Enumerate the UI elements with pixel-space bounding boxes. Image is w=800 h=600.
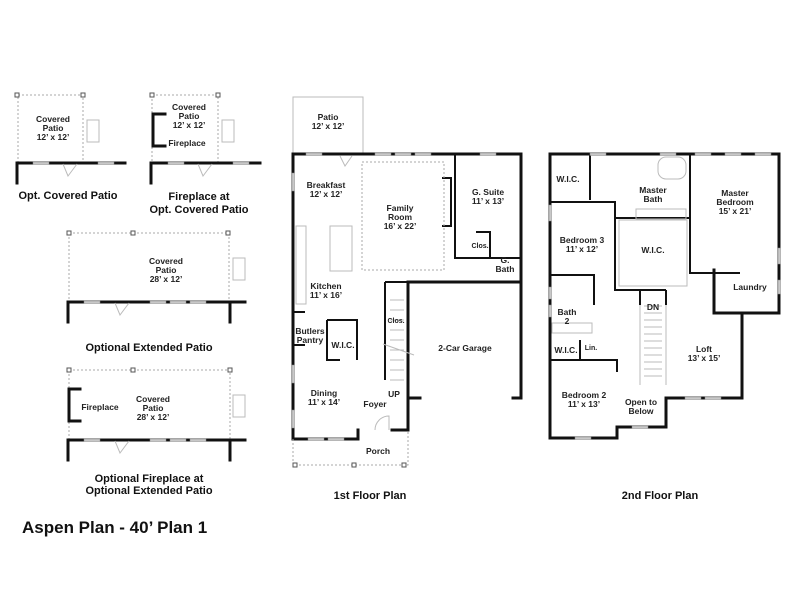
room-size: 12’ x 12’: [312, 121, 345, 131]
room-label: Bath: [496, 264, 515, 274]
room-label: 2: [565, 316, 570, 326]
room-label: Pantry: [297, 335, 324, 345]
option-caption: Optional Extended Patio: [85, 485, 212, 497]
stair-down-label: DN: [647, 302, 659, 312]
room-size: 12’ x 12’: [173, 120, 206, 130]
room-label: Butlers: [295, 326, 325, 336]
room-label: W.I.C.: [331, 340, 354, 350]
room-label: Laundry: [733, 282, 767, 292]
room-label: Dining: [311, 388, 337, 398]
second-floor-plan: W.I.C. Master Bath Master Bedroom 15’ x …: [548, 152, 781, 502]
room-label: Loft: [696, 344, 712, 354]
room-label: Patio: [43, 123, 64, 133]
room-size: 13’ x 15’: [688, 353, 721, 363]
room-size: 28’ x 12’: [150, 274, 183, 284]
room-size: 11’ x 12’: [566, 244, 598, 254]
stair-up-label: UP: [388, 389, 400, 399]
room-label: Covered: [136, 394, 170, 404]
option-caption: Opt. Covered Patio: [18, 190, 117, 202]
room-label: 2-Car Garage: [438, 343, 492, 353]
fireplace-label: Fireplace: [81, 402, 119, 412]
room-label: Master: [721, 188, 749, 198]
option-caption: Opt. Covered Patio: [149, 204, 248, 216]
room-label: Covered: [172, 102, 206, 112]
option-fireplace-covered-patio: Covered Patio 12’ x 12’ Fireplace Firepl…: [149, 92, 262, 216]
floor-caption: 2nd Floor Plan: [622, 490, 699, 502]
room-label: G. Suite: [472, 187, 504, 197]
room-label: Bath: [644, 194, 663, 204]
room-label: Clos.: [471, 243, 488, 250]
room-size: 12’ x 12’: [37, 132, 70, 142]
room-label: Family: [387, 203, 414, 213]
room-label: Open to: [625, 397, 657, 407]
room-size: 16’ x 22’: [384, 221, 417, 231]
room-size: 15’ x 21’: [719, 206, 752, 216]
floor-caption: 1st Floor Plan: [334, 490, 407, 502]
room-label: G.: [501, 255, 510, 265]
room-label: Porch: [366, 446, 390, 456]
room-size: 28’ x 12’: [137, 412, 170, 422]
room-label: Clos.: [387, 318, 404, 325]
option-covered-patio: Covered Patio 12’ x 12’ Opt. Covered Pat…: [14, 92, 127, 202]
room-label: Kitchen: [310, 281, 341, 291]
room-label: Below: [628, 406, 653, 416]
room-size: 11’ x 14’: [308, 397, 340, 407]
plan-title: Aspen Plan - 40’ Plan 1: [22, 518, 207, 537]
room-label: Patio: [179, 111, 200, 121]
room-label: Patio: [318, 112, 339, 122]
room-label: Patio: [143, 403, 164, 413]
first-floor-plan: Patio 12’ x 12’ Breakfast 12’ x 12’ Fami…: [291, 96, 523, 502]
room-label: Foyer: [363, 399, 387, 409]
room-label: Covered: [149, 256, 183, 266]
room-label: Master: [639, 185, 667, 195]
room-size: 11’ x 13’: [472, 196, 504, 206]
room-label: W.I.C.: [556, 174, 579, 184]
room-size: 11’ x 16’: [310, 290, 342, 300]
room-size: 11’ x 13’: [568, 399, 600, 409]
room-label: Patio: [156, 265, 177, 275]
room-label: Bedroom: [716, 197, 754, 207]
option-caption: Optional Extended Patio: [85, 342, 212, 354]
room-label: Bedroom 2: [562, 390, 607, 400]
room-label: Bath: [558, 307, 577, 317]
option-caption: Optional Fireplace at: [95, 473, 204, 485]
option-extended-patio: Covered Patio 28’ x 12’ Optional Extende…: [66, 230, 247, 354]
room-label: Bedroom 3: [560, 235, 605, 245]
option-fireplace-extended-patio: Fireplace Covered Patio 28’ x 12’ Option…: [66, 367, 247, 497]
room-label: Room: [388, 212, 413, 222]
room-label: W.I.C.: [554, 345, 577, 355]
option-caption: Fireplace at: [168, 191, 229, 203]
fireplace-label: Fireplace: [168, 138, 206, 148]
room-label: Covered: [36, 114, 70, 124]
room-label: Breakfast: [307, 180, 346, 190]
room-label: W.I.C.: [641, 245, 664, 255]
room-size: 12’ x 12’: [310, 189, 343, 199]
fireplace-icon: [67, 387, 82, 423]
fireplace-icon: [151, 112, 167, 148]
room-label: Lin.: [585, 345, 597, 352]
